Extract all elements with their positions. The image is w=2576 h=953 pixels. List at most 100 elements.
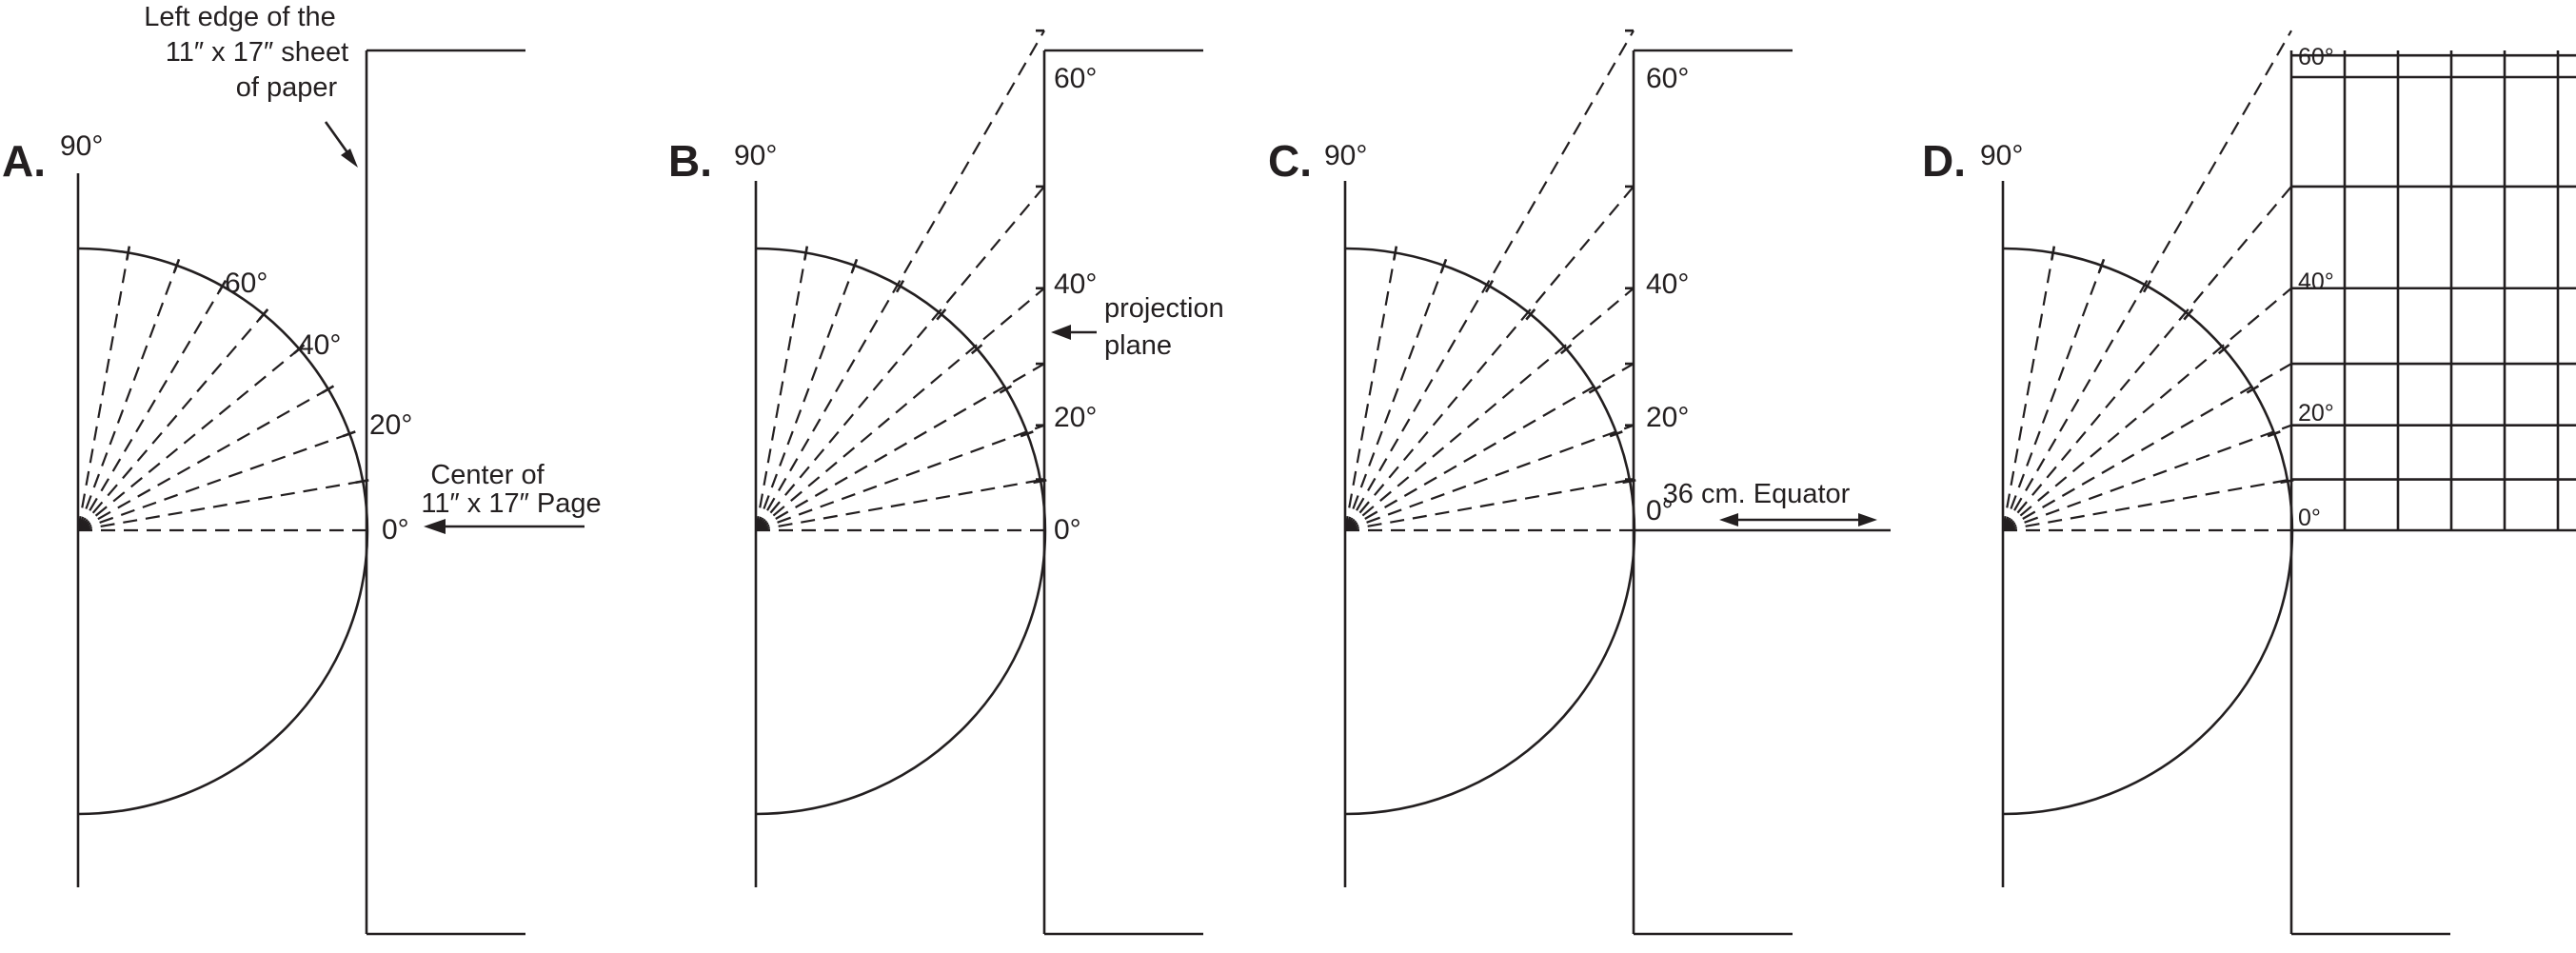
arc-tick-marks bbox=[126, 246, 369, 485]
paper-edge-note-line3: of paper bbox=[236, 72, 338, 103]
north-pole-label: 90° bbox=[1980, 140, 2023, 171]
latitude-ray-70 bbox=[754, 265, 856, 531]
latitude-ray-30 bbox=[2002, 363, 2292, 531]
lat-label-20: 20° bbox=[1054, 402, 1097, 433]
latitude-ray-20 bbox=[2002, 424, 2292, 532]
latitude-ray-80 bbox=[754, 252, 807, 531]
equator-arrow-head-left bbox=[1719, 513, 1738, 526]
projection-rays bbox=[1343, 30, 1635, 532]
panel-a: A. 90° 60° 40° 20° 0° Left edge of the 1… bbox=[2, 2, 602, 936]
arc-tick-50 bbox=[258, 308, 269, 321]
latitude-ray-10 bbox=[755, 478, 1045, 532]
panel-letter-b: B. bbox=[668, 136, 712, 186]
lat-label-20: 20° bbox=[2298, 400, 2334, 427]
lat-label-0: 0° bbox=[382, 514, 409, 546]
latitude-ray-10 bbox=[2002, 478, 2292, 532]
latitude-ray-60 bbox=[1344, 30, 1635, 531]
latitude-ray-10 bbox=[77, 480, 363, 532]
lat-label-40: 40° bbox=[1646, 268, 1689, 300]
latitude-ray-50 bbox=[77, 313, 265, 531]
latitude-ray-40 bbox=[755, 287, 1045, 531]
panel-letter-d: D. bbox=[1922, 136, 1966, 186]
arc-tick-50 bbox=[1525, 308, 1536, 321]
latitude-ray-30 bbox=[77, 388, 328, 531]
arc-tick-60 bbox=[1484, 279, 1495, 293]
north-pole-label: 90° bbox=[1324, 140, 1367, 171]
arc-tick-marks bbox=[803, 246, 1047, 485]
arc-tick-50 bbox=[2183, 308, 2194, 321]
lat-label-60: 60° bbox=[1646, 63, 1689, 94]
paper-edge-note-line1: Left edge of the bbox=[144, 2, 336, 32]
latitude-ray-50 bbox=[1344, 186, 1635, 531]
lat-label-60: 60° bbox=[225, 268, 268, 299]
arc-tick-20 bbox=[1609, 430, 1623, 438]
latitude-ray-80 bbox=[1343, 252, 1397, 531]
latitude-ray-70 bbox=[2001, 265, 2103, 531]
latitude-ray-10 bbox=[1344, 478, 1635, 532]
arc-tick-marks bbox=[1393, 246, 1636, 485]
arc-tick-80 bbox=[1393, 246, 1398, 260]
paper-edge-arrow-head bbox=[341, 149, 358, 168]
arc-tick-50 bbox=[936, 308, 947, 321]
latitude-rays bbox=[76, 252, 367, 532]
arc-tick-30 bbox=[999, 385, 1013, 394]
equator-note: 36 cm. Equator bbox=[1663, 479, 1851, 509]
latitude-ray-20 bbox=[755, 424, 1045, 532]
latitude-ray-60 bbox=[2002, 30, 2292, 531]
lat-label-40: 40° bbox=[2298, 268, 2334, 295]
projection-plane-note-line1: projection bbox=[1104, 293, 1224, 324]
arc-tick-80 bbox=[803, 246, 809, 260]
arc-tick-30 bbox=[1588, 385, 1602, 394]
latitude-ray-70 bbox=[76, 265, 178, 531]
panel-c: C. 90° 60° 40° 20° 0° 36 cm. Equator bbox=[1268, 29, 1891, 936]
arc-tick-20 bbox=[342, 430, 356, 438]
latitude-ray-40 bbox=[2002, 287, 2292, 531]
lat-label-0: 0° bbox=[2298, 505, 2321, 531]
latitude-ray-50 bbox=[2002, 186, 2292, 531]
latitude-ray-80 bbox=[76, 252, 129, 531]
latitude-ray-40 bbox=[77, 347, 300, 531]
panel-b: B. 90° 60° 40° 20° 0° projection plane bbox=[668, 29, 1224, 936]
arc-tick-marks bbox=[2051, 246, 2294, 485]
latitude-ray-50 bbox=[755, 186, 1045, 531]
arc-tick-70 bbox=[173, 258, 181, 272]
arc-tick-70 bbox=[851, 258, 859, 272]
lat-label-60: 60° bbox=[2298, 44, 2334, 70]
plane-tick-marks bbox=[1625, 29, 1634, 481]
arc-tick-60 bbox=[217, 279, 228, 293]
arc-tick-70 bbox=[2098, 258, 2106, 272]
latitude-ray-30 bbox=[1344, 363, 1635, 531]
plane-tick-marks bbox=[1036, 29, 1044, 481]
arc-tick-40 bbox=[1559, 344, 1573, 355]
panel-letter-a: A. bbox=[2, 136, 46, 186]
panel-letter-c: C. bbox=[1268, 136, 1312, 186]
arc-tick-70 bbox=[1440, 258, 1448, 272]
arc-tick-40 bbox=[970, 344, 983, 355]
arc-tick-80 bbox=[126, 246, 131, 260]
lat-label-40: 40° bbox=[298, 329, 341, 361]
panel-d: D. 90° 60° 40° 20° 0° bbox=[1922, 30, 2576, 936]
latitude-ray-20 bbox=[1344, 424, 1635, 532]
arc-tick-30 bbox=[2246, 385, 2260, 394]
arc-tick-40 bbox=[2217, 344, 2230, 355]
arc-tick-20 bbox=[2267, 430, 2281, 438]
projection-rays bbox=[2001, 30, 2292, 532]
lat-label-0: 0° bbox=[1054, 514, 1081, 546]
arc-tick-80 bbox=[2051, 246, 2056, 260]
north-pole-label: 90° bbox=[60, 130, 103, 162]
lat-label-60: 60° bbox=[1054, 63, 1097, 94]
latitude-ray-60 bbox=[755, 30, 1045, 531]
latitude-ray-80 bbox=[2001, 252, 2054, 531]
page-center-arrow-head bbox=[424, 519, 446, 534]
lat-label-20: 20° bbox=[1646, 402, 1689, 433]
paper-edge-note-line2: 11″ x 17″ sheet bbox=[166, 37, 349, 68]
arc-tick-60 bbox=[2142, 279, 2152, 293]
equator-arrow-head-right bbox=[1858, 513, 1877, 526]
lat-label-40: 40° bbox=[1054, 268, 1097, 300]
arc-tick-40 bbox=[292, 344, 306, 355]
north-pole-label: 90° bbox=[734, 140, 777, 171]
latitude-ray-20 bbox=[77, 432, 350, 532]
projection-rays bbox=[754, 30, 1045, 532]
graticule-grid bbox=[2291, 50, 2576, 532]
